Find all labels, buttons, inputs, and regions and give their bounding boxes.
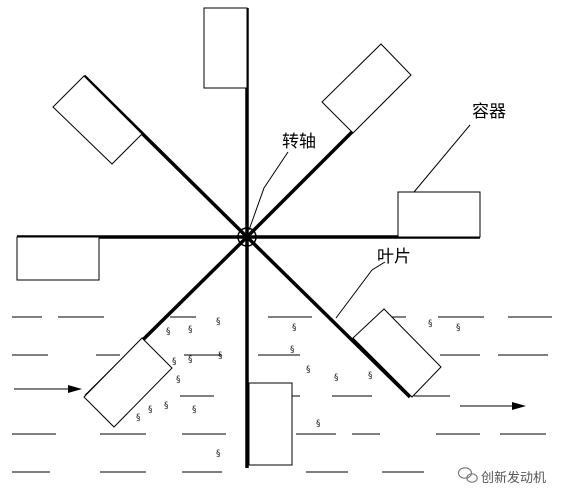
bubble: § — [428, 319, 433, 329]
bubble: § — [290, 345, 295, 355]
flow-arrow-right — [460, 402, 526, 410]
blade-leader — [335, 261, 386, 319]
axle-label: 转轴 — [282, 132, 316, 152]
bubble: § — [188, 355, 193, 365]
water-dashes — [12, 316, 552, 473]
bubble: § — [192, 405, 197, 415]
bubble: § — [216, 449, 221, 459]
bubble: § — [216, 317, 221, 327]
watermark-text: 创新发动机 — [481, 470, 546, 486]
axle-leader — [248, 151, 289, 231]
bubble: § — [166, 327, 171, 337]
bubble: § — [136, 413, 141, 423]
blade-label: 叶片 — [377, 247, 411, 267]
watermark: 创新发动机 — [457, 467, 546, 486]
container-label: 容器 — [472, 102, 506, 122]
bubble: § — [316, 419, 321, 429]
bubble: § — [176, 375, 181, 385]
container-right — [397, 191, 481, 238]
leader-lines — [248, 124, 471, 319]
bubble: § — [306, 365, 311, 375]
container-upper-left — [52, 75, 143, 165]
container-lower-right — [352, 308, 442, 398]
flow-arrow-left — [14, 385, 82, 393]
container-leader — [413, 124, 471, 193]
container-bottom — [248, 382, 293, 466]
spoke-diagonal-lower-right — [245, 235, 412, 399]
bubble: § — [218, 351, 223, 361]
containers — [16, 7, 481, 466]
axle-hub — [237, 227, 257, 247]
container-upper-right — [321, 43, 412, 134]
bubble: § — [164, 401, 169, 411]
bubble: § — [188, 325, 193, 335]
bubble: § — [148, 405, 153, 415]
bubble: § — [334, 373, 339, 383]
water-bubbles: § § § § § § § § § § § § § § § § § § § § — [136, 317, 461, 459]
bubble: § — [292, 323, 297, 333]
bubble: § — [172, 357, 177, 367]
container-lower-left — [83, 337, 173, 428]
bubble: § — [368, 371, 373, 381]
wechat-icon — [457, 467, 478, 483]
bubble: § — [456, 323, 461, 333]
container-top — [203, 7, 248, 89]
container-left — [16, 236, 100, 281]
